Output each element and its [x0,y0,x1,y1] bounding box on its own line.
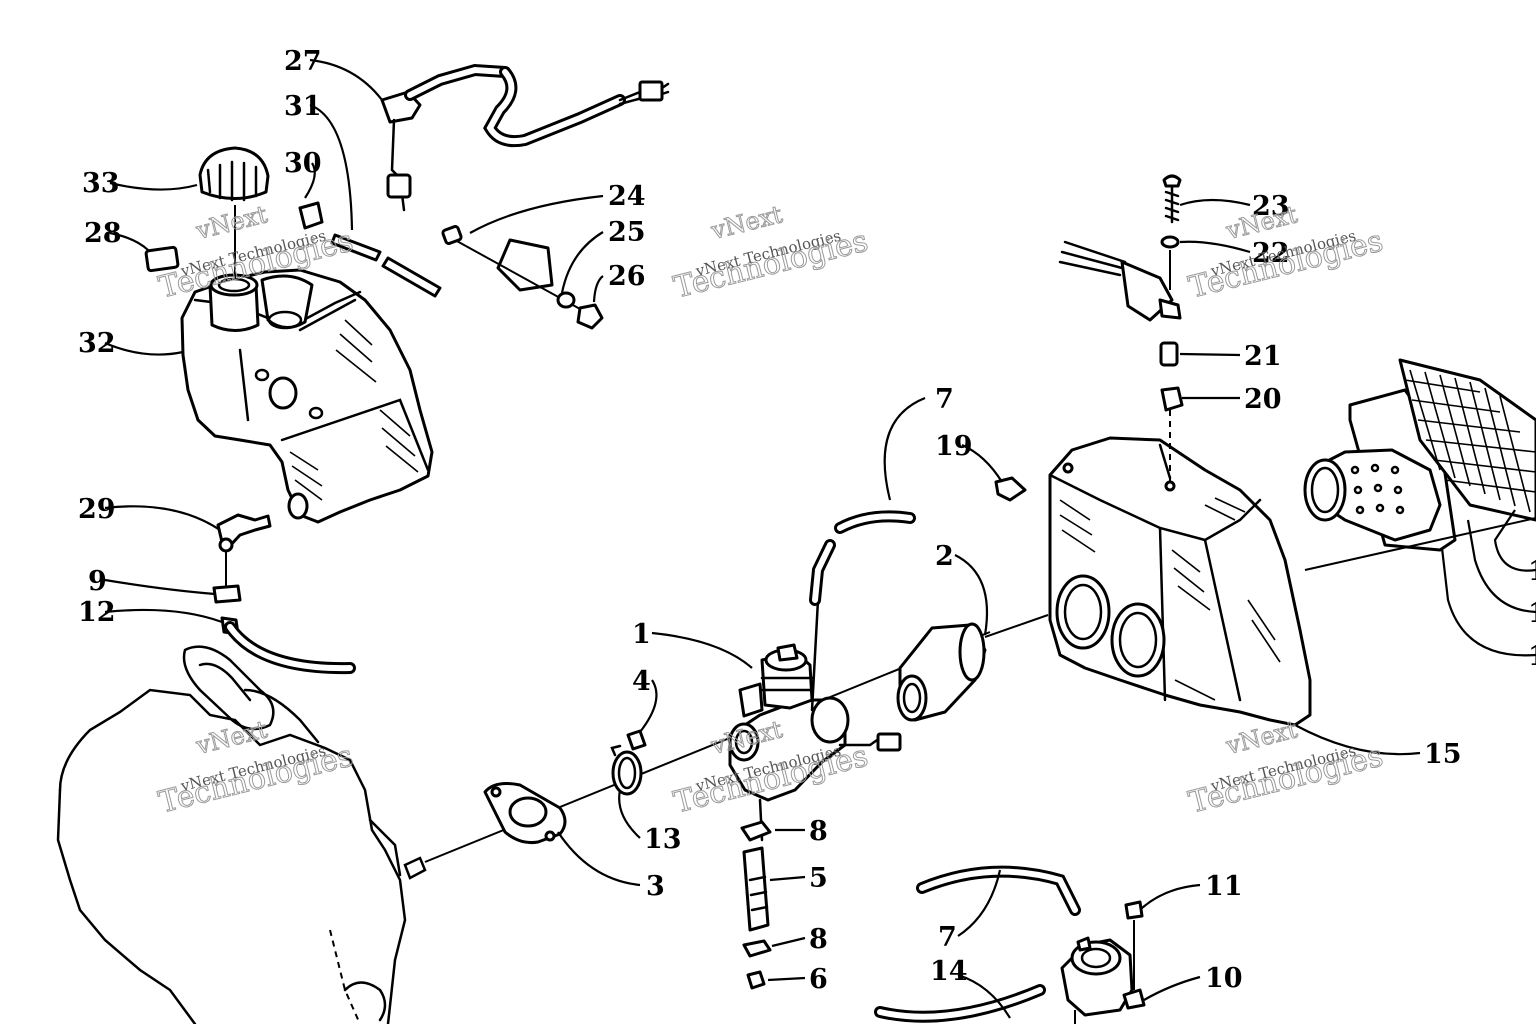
silencer-axis [984,614,1049,638]
callout-labels: 33 28 32 29 9 12 27 31 30 24 25 26 1 4 1… [78,46,1536,995]
hose-clip-small [994,476,1027,502]
air-silencer-box [1048,436,1312,727]
hose-clip [298,201,324,230]
callout-31: 31 [284,91,322,122]
watermark-top-center: vNext vNext Technologies Technologies [670,200,872,306]
callout-15: 15 [1424,739,1462,770]
hose-clamp [610,744,643,796]
callout-27: 27 [284,46,322,77]
callout-1: 1 [632,619,651,650]
callout-26: 26 [608,261,646,292]
silencer-shading [1059,497,1281,701]
callout-24: 24 [608,181,646,212]
pump-nut [1124,900,1144,920]
intake-flange [483,782,567,844]
svg-text:Technologies: Technologies [1185,739,1386,821]
callout-19: 19 [935,431,973,462]
callout-28: 28 [84,218,122,249]
callout-14: 14 [930,956,968,987]
callout-2: 2 [935,541,954,572]
oil-tank-shading [289,319,419,501]
callout-21: 21 [1244,341,1282,372]
callout-edge-1: 1 [1528,556,1536,587]
callout-9: 9 [88,566,107,597]
callout-4: 4 [632,666,651,697]
gasket [144,245,180,273]
callout-6: 6 [809,964,828,995]
callout-20: 20 [1244,384,1282,415]
svg-text:Technologies: Technologies [155,739,356,821]
callout-23: 23 [1252,191,1290,222]
callout-22: 22 [1252,238,1290,269]
oil-tank-cap [198,146,270,280]
leader-lines [104,58,1536,1019]
svg-text:vNext: vNext [193,200,271,245]
intake-screen [1398,358,1536,522]
mounting-bracket [441,225,604,330]
watermark-bottom-left: vNext vNext Technologies Technologies [155,715,357,821]
callout-edge-3: 1 [1528,641,1536,672]
svg-text:Technologies: Technologies [670,224,871,306]
jet-cap [626,729,647,751]
callout-8-lower: 8 [809,924,828,955]
callout-10: 10 [1205,963,1243,994]
carb-intake-boot [896,622,987,722]
callout-30: 30 [284,148,322,179]
callout-5: 5 [809,863,828,894]
tank-vent-hose [330,233,382,262]
screen-axis [1304,517,1536,571]
wire-harness-connector [1058,240,1182,322]
engine-block [56,645,427,1024]
callout-8-upper: 8 [809,816,828,847]
tank-breather-hose [381,256,442,298]
callout-11: 11 [1205,871,1243,902]
callout-33: 33 [82,168,120,199]
carb-lower-parts [740,820,772,990]
callout-25: 25 [608,217,646,248]
callout-3: 3 [646,871,665,902]
svg-text:vNext: vNext [708,200,786,245]
callout-7-upper: 7 [935,384,954,415]
callout-edge-2: 1 [1528,598,1536,629]
vent-hose-upper [809,510,916,606]
callout-13: 13 [644,824,682,855]
svg-text:vNext: vNext [193,715,271,760]
mounting-bolt-stack [1159,174,1184,486]
svg-text:Technologies: Technologies [1185,224,1386,306]
fuel-pump [1060,920,1146,1024]
carburetor [728,598,902,842]
callout-12: 12 [78,597,116,628]
oil-level-sensor [380,63,670,212]
oil-outlet-fitting [212,513,356,675]
callout-7-lower: 7 [938,922,957,953]
callout-29: 29 [78,494,116,525]
callout-32: 32 [78,328,116,359]
svg-text:vNext: vNext [1223,715,1301,760]
oil-tank [180,268,434,524]
fuel-hoses-lower [874,865,1081,1023]
